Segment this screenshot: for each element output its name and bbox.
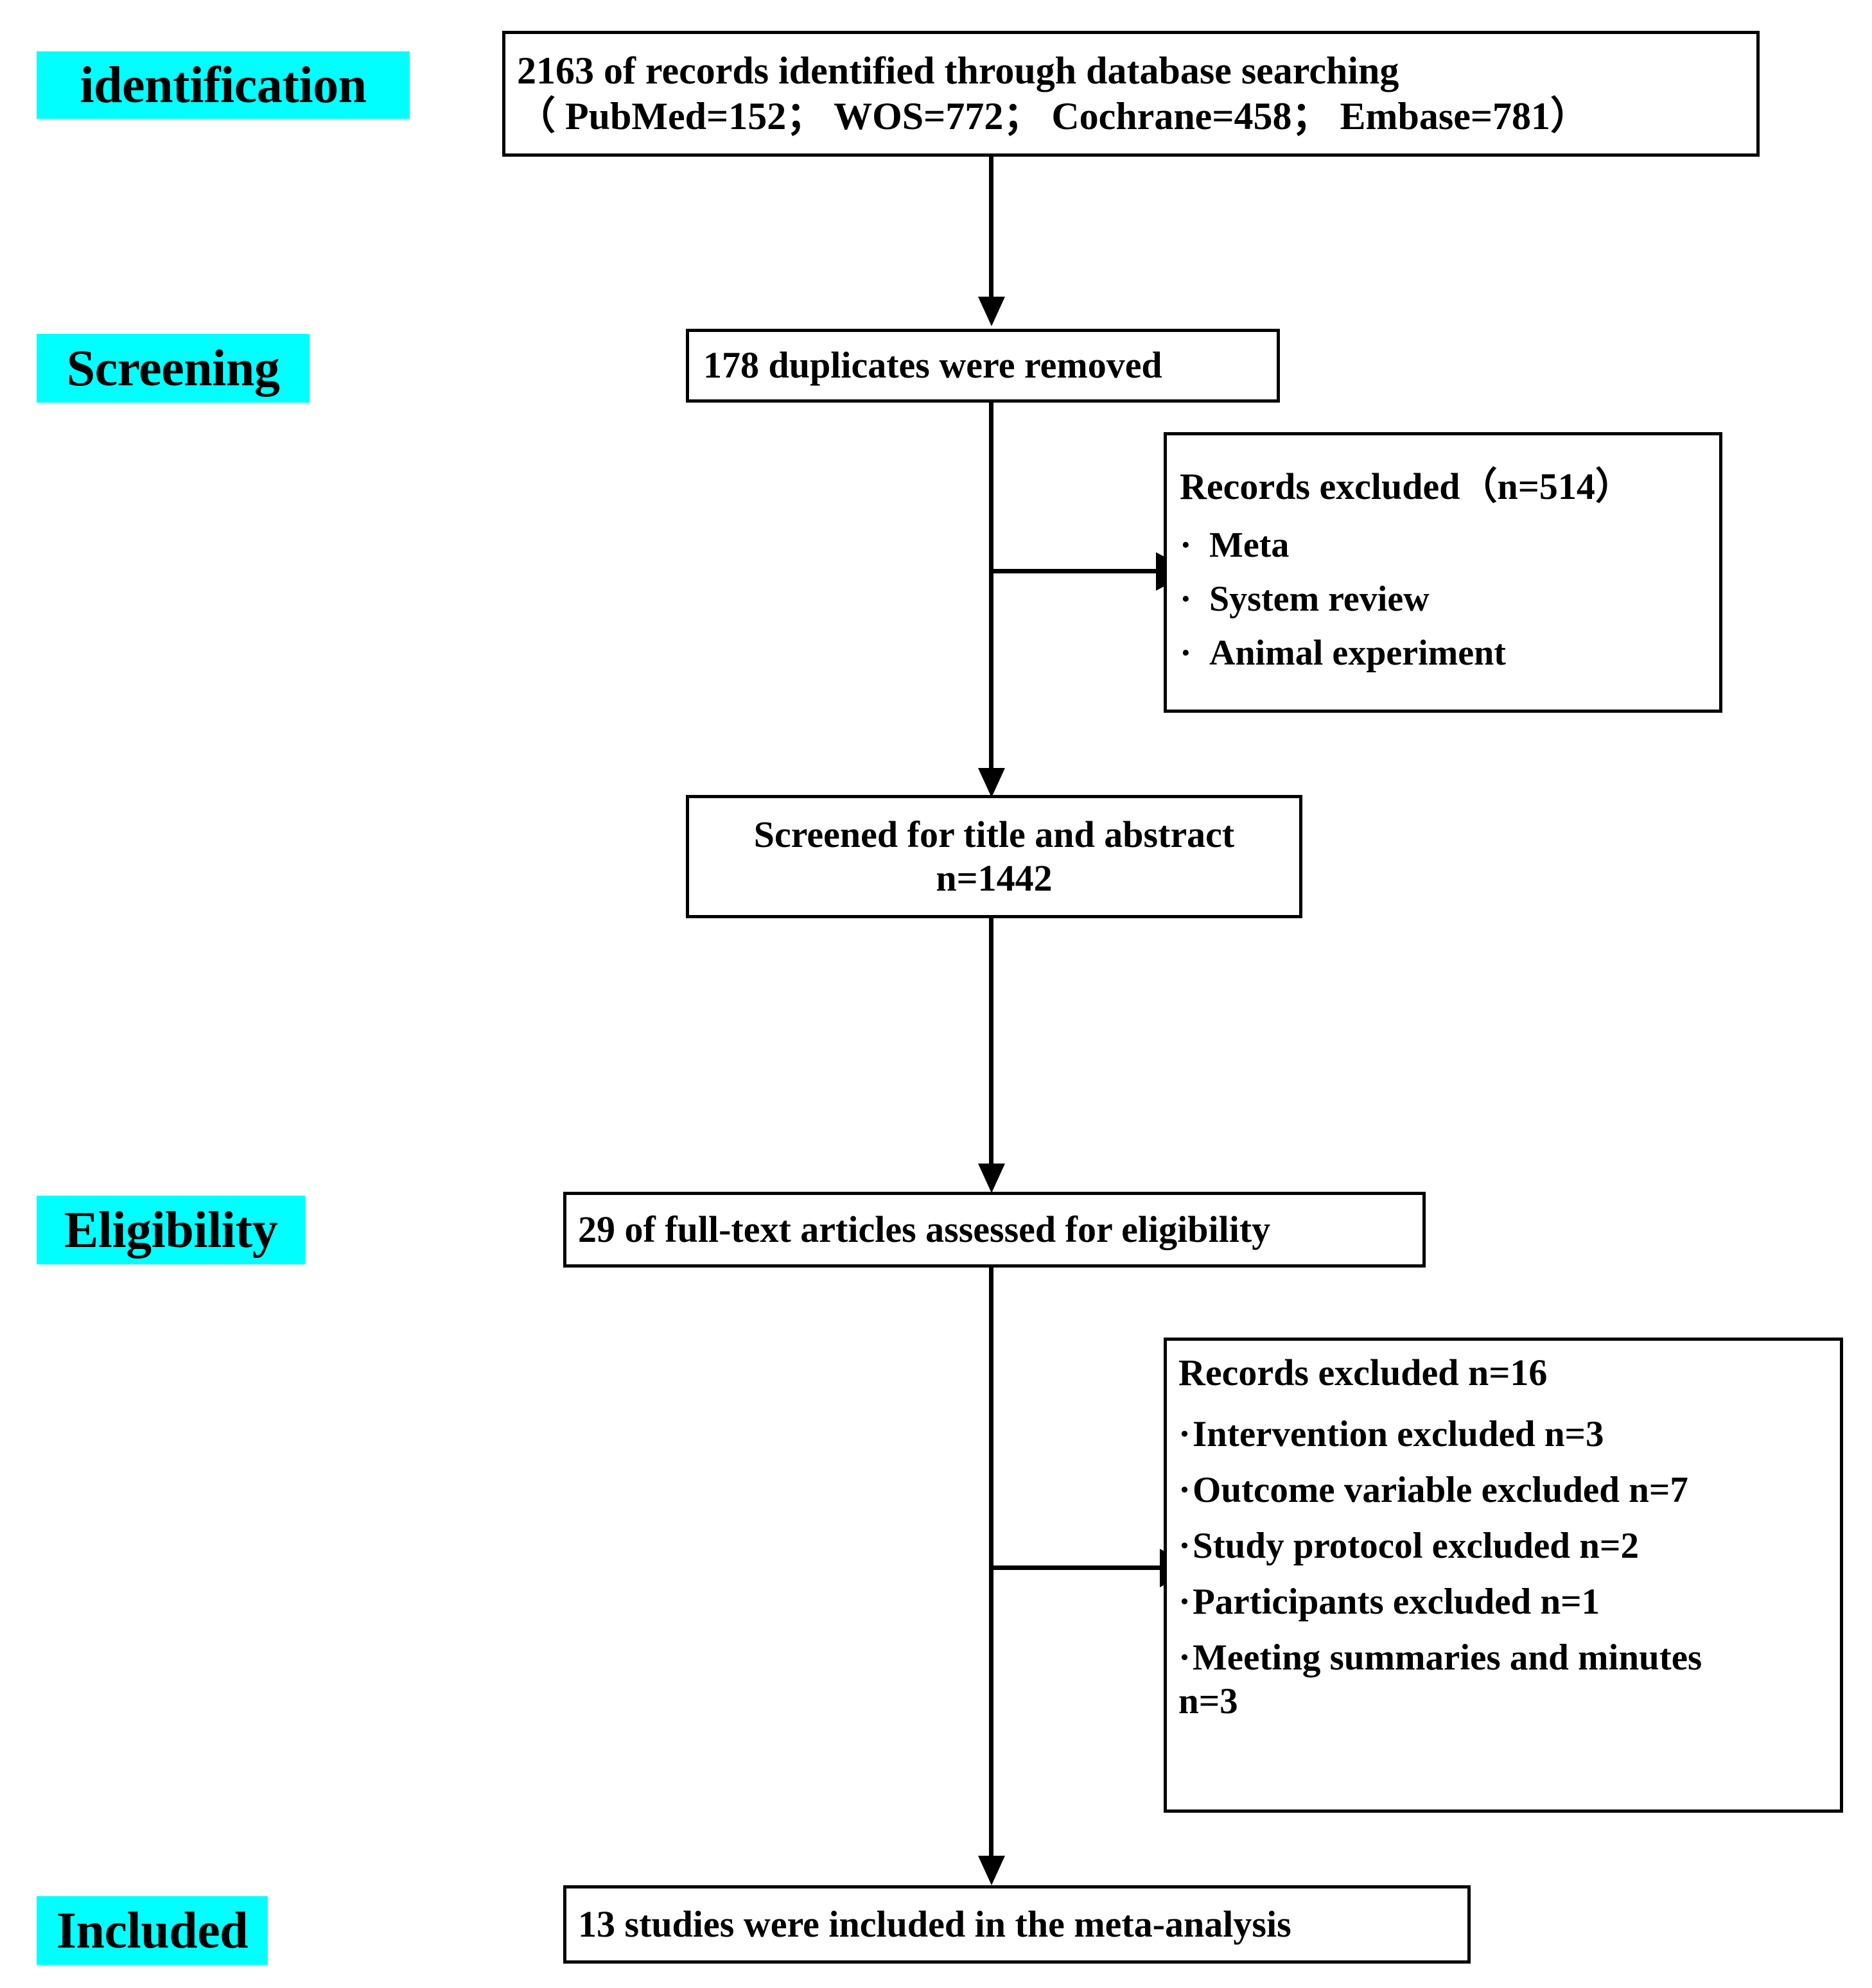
- stage-label-included-text: Included: [56, 1902, 249, 1959]
- bullet-icon: ·: [1178, 1582, 1191, 1623]
- box-studies-included: 13 studies were included in the meta-ana…: [563, 1885, 1471, 1964]
- connector-duplicates-to-screened: [989, 403, 993, 785]
- records-identified-line-2: （ PubMed=152； WOS=772； Cochrane=458； Emb…: [517, 95, 1589, 137]
- box-records-excluded-514: Records excluded（n=514） · Meta · System …: [1164, 432, 1722, 713]
- box-screened-title-abstract: Screened for title and abstract n=1442: [686, 795, 1302, 918]
- bullet-icon: ·: [1180, 579, 1192, 619]
- bullet-icon: ·: [1178, 1637, 1191, 1678]
- records-excluded-16-item-3: · Participants excluded n=1: [1178, 1581, 1828, 1623]
- records-excluded-16-item-0: · Intervention excluded n=3: [1178, 1413, 1828, 1455]
- arrowhead-duplicates-to-screened: [978, 768, 1005, 798]
- stage-label-eligibility: Eligibility: [37, 1196, 305, 1264]
- records-excluded-514-item-2-label: Animal experiment: [1209, 632, 1506, 673]
- screened-line-2: n=1442: [936, 857, 1053, 899]
- stage-label-identification-text: identification: [80, 57, 367, 114]
- connector-screened-to-fulltext: [989, 918, 993, 1180]
- records-excluded-514-item-0-label: Meta: [1209, 525, 1290, 565]
- stage-label-identification: identification: [37, 51, 410, 119]
- records-excluded-16-item-1: · Outcome variable excluded n=7: [1178, 1469, 1828, 1511]
- connector-identified-to-duplicates: [989, 157, 993, 299]
- records-excluded-514-item-2: · Animal experiment: [1180, 632, 1706, 674]
- box-duplicates-removed: 178 duplicates were removed: [686, 329, 1280, 403]
- records-excluded-16-item-1-label: Outcome variable excluded n=7: [1193, 1470, 1688, 1511]
- arrowhead-identified-to-duplicates: [978, 297, 1005, 326]
- records-excluded-16-item-4: · Meeting summaries and minutes: [1178, 1637, 1828, 1678]
- records-excluded-16-item-2: · Study protocol excluded n=2: [1178, 1525, 1828, 1567]
- records-excluded-514-item-0: · Meta: [1180, 525, 1706, 566]
- connector-branch-to-excluded-514: [991, 569, 1193, 573]
- records-excluded-514-item-1: · System review: [1180, 579, 1706, 620]
- studies-included-line-1: 13 studies were included in the meta-ana…: [578, 1903, 1291, 1945]
- records-identified-line-1: 2163 of records identified through datab…: [517, 49, 1399, 92]
- bullet-icon: ·: [1180, 632, 1192, 673]
- stage-label-eligibility-text: Eligibility: [64, 1201, 278, 1259]
- stage-label-included: Included: [37, 1896, 268, 1965]
- box-records-excluded-16: Records excluded n=16 · Intervention exc…: [1164, 1338, 1843, 1813]
- records-excluded-514-item-1-label: System review: [1209, 579, 1430, 619]
- stage-label-screening-text: Screening: [66, 340, 280, 397]
- arrowhead-screened-to-fulltext: [978, 1164, 1005, 1193]
- bullet-icon: ·: [1178, 1526, 1191, 1567]
- records-excluded-16-item-0-label: Intervention excluded n=3: [1193, 1414, 1604, 1455]
- duplicates-removed-line-1: 178 duplicates were removed: [703, 344, 1162, 387]
- fulltext-assessed-line-1: 29 of full-text articles assessed for el…: [578, 1208, 1271, 1250]
- records-excluded-16-item-4-label: Meeting summaries and minutes: [1193, 1637, 1702, 1678]
- records-excluded-514-heading: Records excluded（n=514）: [1180, 466, 1632, 508]
- records-excluded-16-item-3-label: Participants excluded n=1: [1193, 1582, 1600, 1623]
- screened-line-1: Screened for title and abstract: [753, 813, 1235, 855]
- connector-branch-to-excluded-16: [991, 1565, 1198, 1570]
- records-excluded-16-trailing: n=3: [1178, 1681, 1238, 1722]
- box-records-identified: 2163 of records identified through datab…: [502, 31, 1760, 157]
- stage-label-screening: Screening: [37, 334, 310, 403]
- bullet-icon: ·: [1178, 1470, 1191, 1511]
- records-excluded-16-item-2-label: Study protocol excluded n=2: [1193, 1526, 1639, 1567]
- records-excluded-16-heading: Records excluded n=16: [1178, 1352, 1548, 1393]
- arrowhead-fulltext-to-included: [978, 1856, 1005, 1885]
- bullet-icon: ·: [1180, 525, 1192, 565]
- bullet-icon: ·: [1178, 1414, 1191, 1455]
- box-fulltext-assessed: 29 of full-text articles assessed for el…: [563, 1192, 1426, 1268]
